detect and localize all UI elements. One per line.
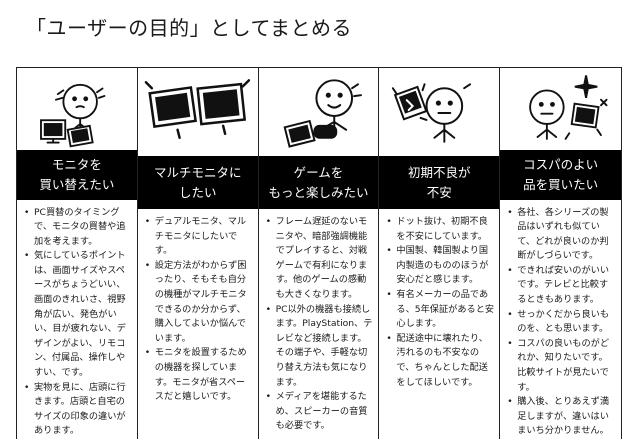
list-item: できれば安いのがいいです。テレビと比較するときもあります。 bbox=[507, 264, 616, 308]
list-item: フレーム遅延のないモニタや、暗部強調機能でプレイすると、対戦ゲームで有利になりま… bbox=[266, 215, 374, 303]
list-item: 気にしているポイントは、画面サイズやスペースがちょうどいい、画面のきれいさ、視野… bbox=[24, 249, 132, 380]
broken-monitor-icon bbox=[379, 68, 499, 156]
list-item: 配送途中に壊れたり、汚れるのも不安なので、ちゃんとした配送をしてほしいです。 bbox=[386, 332, 494, 390]
goal-heading: 初期不良が 不安 bbox=[379, 156, 500, 209]
list-item: 中国製、韓国製より国内製造のもののほうが安心だと感じます。 bbox=[386, 244, 494, 288]
goal-details-list: ドット抜け、初期不良を不安にしています。 中国製、韓国製より国内製造のもののほう… bbox=[379, 209, 499, 390]
list-item: ドット抜け、初期不良を不安にしています。 bbox=[386, 215, 494, 244]
goal-details-list: PC買替のタイミングで、モニタの買替や追加を考えます。 気にしているポイントは、… bbox=[17, 200, 137, 440]
goal-heading: モニタを 買い替えたい bbox=[17, 150, 137, 200]
goal-heading: ゲームを もっと楽しみたい bbox=[258, 156, 379, 209]
goal-column-defect-worry: 初期不良が 不安 ドット抜け、初期不良を不安にしています。 中国製、韓国製より国… bbox=[379, 68, 501, 439]
list-item: せっかくだから良いものを、とも思います。 bbox=[507, 308, 616, 337]
page-title: 「ユーザーの目的」としてまとめる bbox=[26, 16, 352, 40]
list-item: コスパの良いものがどれか、知りたいです。比較サイトが見たいです。 bbox=[507, 337, 616, 395]
sparkling-monitor-icon bbox=[500, 68, 621, 150]
list-item: メディアを堪能するため、スピーカーの音質も必要です。 bbox=[266, 390, 374, 434]
dual-monitor-icon bbox=[138, 68, 258, 156]
list-item: 設定方法がわからず困ったり、そもそも自分の機種がマルチモニタできるのか分からず、… bbox=[145, 259, 253, 347]
goal-details-list: フレーム遅延のないモニタや、暗部強調機能でプレイすると、対戦ゲームで有利になりま… bbox=[259, 209, 379, 434]
list-item: 各社、各シリーズの製品はいずれも似ていて、どれが良いのか判断がしづらいです。 bbox=[507, 206, 616, 264]
goal-details-list: デュアルモニタ、マルチモニタにしたいです。 設定方法がわからず困ったり、そもそも… bbox=[138, 209, 258, 405]
goal-column-gaming: ゲームを もっと楽しみたい フレーム遅延のないモニタや、暗部強調機能でプレイする… bbox=[258, 68, 380, 439]
list-item: 有名メーカーの品である、5年保証があると安心します。 bbox=[386, 288, 494, 332]
list-item: PC以外の機器も接続します。PlayStation、テレビなど接続します。その端… bbox=[266, 303, 374, 391]
goal-column-multi-monitor: マルチモニタに したい デュアルモニタ、マルチモニタにしたいです。 設定方法がわ… bbox=[137, 68, 259, 439]
list-item: 実物を見に、店頭に行きます。店頭と自宅のサイズの印象の違いがあります。 bbox=[24, 381, 132, 439]
goal-column-replace-monitor: モニタを 買い替えたい PC買替のタイミングで、モニタの買替や追加を考えます。 … bbox=[17, 68, 138, 439]
list-item: モニタを設置するための機器を探しています。モニタが省スペースだと嬉しいです。 bbox=[145, 346, 253, 404]
user-goals-table: モニタを 買い替えたい PC買替のタイミングで、モニタの買替や追加を考えます。 … bbox=[16, 67, 622, 439]
person-playing-game-icon bbox=[259, 68, 379, 156]
goal-column-cost-performance: コスパのよい 品を買いたい 各社、各シリーズの製品はいずれも似ていて、どれが良い… bbox=[500, 68, 621, 439]
goal-details-list: 各社、各シリーズの製品はいずれも似ていて、どれが良いのか判断がしづらいです。 で… bbox=[500, 200, 621, 440]
goal-heading: マルチモニタに したい bbox=[137, 156, 258, 209]
person-with-two-monitors-icon bbox=[17, 68, 137, 150]
list-item: PC買替のタイミングで、モニタの買替や追加を考えます。 bbox=[24, 206, 132, 250]
list-item: 購入後、とりあえず満足しますが、違いはいまいち分かりません。 bbox=[507, 395, 616, 439]
list-item: デュアルモニタ、マルチモニタにしたいです。 bbox=[145, 215, 253, 259]
goal-heading: コスパのよい 品を買いたい bbox=[500, 150, 621, 200]
